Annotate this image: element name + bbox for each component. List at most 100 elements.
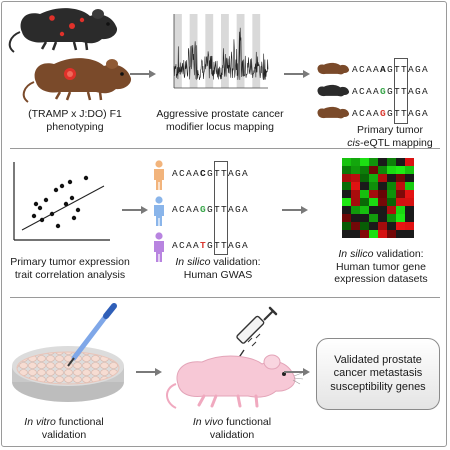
heatmap-cell [405, 214, 414, 222]
eqtl-sequence-row: ACAAGGTTAGA [352, 86, 430, 97]
heatmap-cell [369, 174, 378, 182]
heatmap-cell [378, 206, 387, 214]
chromosome-band [174, 14, 182, 88]
chromosome-band [221, 14, 229, 88]
heatmap-cell [342, 158, 351, 166]
heatmap-cell [405, 182, 414, 190]
flow-arrow-1 [130, 70, 156, 78]
heatmap-cell [351, 190, 360, 198]
heatmap-cell [360, 166, 369, 174]
person-head [155, 160, 163, 168]
heatmap-cell [342, 214, 351, 222]
chromosome-band [189, 14, 198, 88]
heatmap-cell [378, 182, 387, 190]
eqtl-mouse-black [317, 84, 350, 97]
in-vitro-validation-label: In vitro functional validation [24, 416, 104, 441]
row-divider-1 [10, 148, 440, 149]
heatmap-cell [360, 190, 369, 198]
flow-arrow-4 [282, 206, 308, 214]
heatmap-cell [360, 174, 369, 182]
heatmap-cell [342, 230, 351, 238]
heatmap-cell [396, 198, 405, 206]
heatmap-cell [360, 206, 369, 214]
heatmap-cell [360, 214, 369, 222]
gwas-sequence-row: ACAACGTTAGA [172, 168, 250, 179]
heatmap-cell [396, 206, 405, 214]
heatmap-cell [387, 174, 396, 182]
scatter-point [71, 215, 77, 221]
heatmap-cell [342, 222, 351, 230]
heatmap-cell [369, 158, 378, 166]
person-body [154, 205, 164, 226]
heatmap-cell [351, 230, 360, 238]
scatter-point [67, 179, 73, 185]
heatmap-cell [369, 190, 378, 198]
scatter-point [31, 213, 37, 219]
flow-arrow-5 [136, 368, 162, 376]
heatmap-cell [378, 166, 387, 174]
heatmap-cell [387, 190, 396, 198]
heatmap-cell [360, 158, 369, 166]
heatmap-cell [378, 214, 387, 222]
scatter-point [33, 201, 39, 207]
heatmap-cell [360, 230, 369, 238]
heatmap-cell [396, 214, 405, 222]
correlation-scatter-plot [13, 162, 110, 241]
scatter-point [53, 187, 59, 193]
person-icon [154, 196, 164, 226]
scatter-point [55, 223, 61, 229]
heatmap-cell [369, 198, 378, 206]
heatmap-cell [351, 166, 360, 174]
person-body [154, 169, 164, 190]
chromosome-band [236, 14, 245, 88]
regression-line [21, 185, 105, 231]
heatmap-cell [378, 174, 387, 182]
heatmap-cell [396, 222, 405, 230]
heatmap-cell [405, 174, 414, 182]
heatmap-cell [369, 222, 378, 230]
eqtl-sequence-row: ACAAGGTTAGA [352, 108, 430, 119]
heatmap-cell [342, 206, 351, 214]
row-divider-2 [10, 297, 440, 298]
correlation-analysis-label: Primary tumor expression trait correlati… [10, 256, 130, 281]
heatmap-cell [378, 158, 387, 166]
heatmap-cell [387, 230, 396, 238]
heatmap-cell [387, 166, 396, 174]
expression-heatmap [342, 158, 414, 238]
heatmap-cell [342, 174, 351, 182]
heatmap-cell [360, 182, 369, 190]
scatter-point [37, 205, 43, 211]
expression-validation-label: In silico validation: Human tumor gene e… [334, 248, 428, 285]
heatmap-cell [369, 214, 378, 222]
heatmap-cell [387, 198, 396, 206]
heatmap-cell [351, 206, 360, 214]
heatmap-cell [369, 206, 378, 214]
heatmap-cell [396, 158, 405, 166]
gwas-variant-highlight-box [214, 161, 228, 255]
locus-mapping-plot [173, 14, 269, 89]
heatmap-cell [387, 182, 396, 190]
heatmap-cell [396, 190, 405, 198]
eqtl-mouse-brown-1 [317, 62, 350, 75]
heatmap-cell [396, 166, 405, 174]
result-box: Validated prostate cancer metastasis sus… [316, 338, 440, 410]
pink-mouse-illustration [166, 354, 304, 409]
eqtl-variant-highlight-box [394, 58, 408, 124]
eqtl-mapping-label: Primary tumor cis-eQTL mapping [347, 124, 433, 149]
in-vivo-validation-label: In vivo functional validation [192, 416, 272, 441]
heatmap-cell [351, 174, 360, 182]
heatmap-cell [405, 222, 414, 230]
scatter-point [83, 175, 89, 181]
person-body [154, 241, 164, 262]
heatmap-cell [378, 190, 387, 198]
heatmap-cell [342, 166, 351, 174]
heatmap-cell [351, 158, 360, 166]
person-icon [154, 160, 164, 190]
heatmap-cell [351, 222, 360, 230]
flow-arrow-3 [122, 206, 148, 214]
heatmap-cell [405, 158, 414, 166]
heatmap-cell [342, 198, 351, 206]
heatmap-cell [369, 182, 378, 190]
person-head [155, 232, 163, 240]
